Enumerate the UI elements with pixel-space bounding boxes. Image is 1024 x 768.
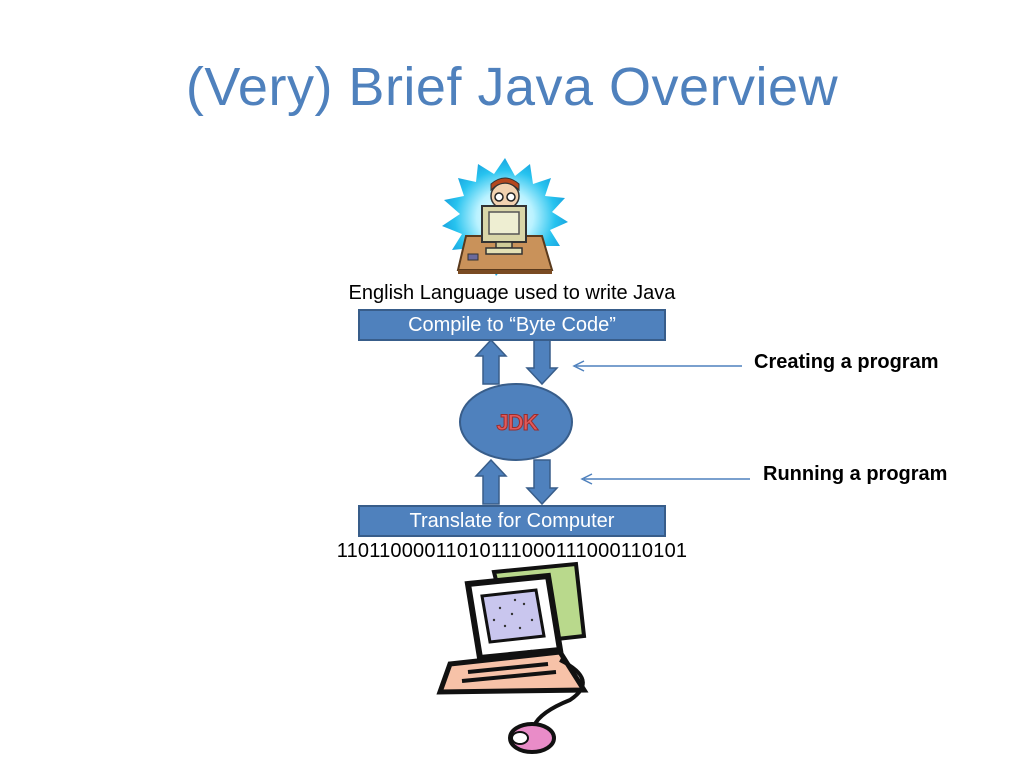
source-language-caption: English Language used to write Java [348, 282, 676, 304]
running-program-label: Running a program [763, 463, 948, 485]
computer-icon [436, 561, 589, 754]
jdk-label: JDK [496, 410, 539, 436]
down-arrow-upper [525, 339, 559, 386]
up-arrow-lower [474, 458, 508, 505]
creating-program-label: Creating a program [754, 351, 939, 373]
up-arrow-upper [474, 338, 508, 385]
translate-step-box: Translate for Computer [358, 505, 666, 537]
binary-code-caption: 11011000011010111000111000110101 [336, 540, 688, 562]
programmer-icon [442, 158, 568, 276]
compile-step-box: Compile to “Byte Code” [358, 309, 666, 341]
down-arrow-lower [525, 459, 559, 506]
jdk-node [459, 383, 573, 461]
creating-pointer-arrow [572, 360, 742, 372]
slide-title: (Very) Brief Java Overview [185, 57, 839, 117]
running-pointer-arrow [580, 473, 750, 485]
